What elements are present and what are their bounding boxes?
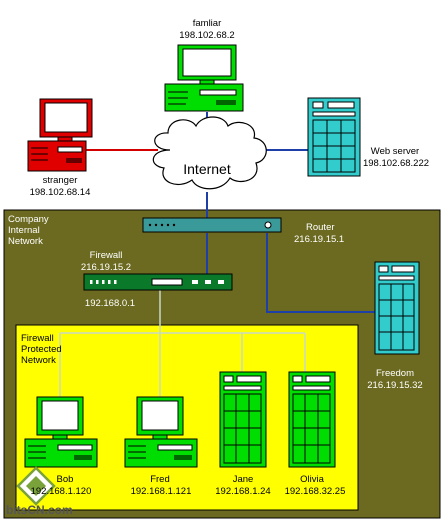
stranger-workstation-icon (27, 98, 93, 172)
bob-ip: 192.168.1.120 (30, 486, 92, 497)
router-icon (142, 217, 282, 233)
fred-name: Fred (150, 474, 170, 485)
bob-workstation-icon (24, 396, 98, 468)
firewall-outer-ip: 216.19.15.2 (80, 262, 132, 273)
web-server-ip: 198.102.68.222 (362, 158, 430, 169)
fred-workstation-icon (124, 396, 198, 468)
stranger-name: stranger (42, 175, 78, 186)
company-zone-label: Company Internal Network (8, 214, 49, 247)
familiar-ip: 198.102.68.2 (179, 30, 235, 41)
olivia-name: Olivia (300, 474, 324, 485)
watermark-text: bitsCN.com (6, 503, 73, 517)
freedom-server-icon (374, 261, 420, 355)
web-server-name: Web server (370, 146, 420, 157)
bob-name: Bob (56, 474, 74, 485)
jane-ip: 192.168.1.24 (215, 486, 271, 497)
olivia-server-icon (288, 371, 336, 468)
freedom-name: Freedom (375, 368, 414, 379)
freedom-ip: 216.19.15.32 (367, 380, 423, 391)
protected-zone-label: Firewall Protected Network (21, 333, 62, 366)
router-ip: 216.19.15.1 (294, 234, 345, 245)
watermark-logo-icon (16, 466, 56, 506)
jane-name: Jane (232, 474, 254, 485)
firewall-icon (83, 273, 233, 291)
internet-cloud-icon (152, 116, 267, 190)
internet-label: Internet (183, 161, 231, 177)
jane-server-icon (219, 371, 267, 468)
web-server-icon (307, 97, 361, 177)
fred-ip: 192.168.1.121 (130, 486, 192, 497)
stranger-ip: 198.102.68.14 (29, 187, 91, 198)
router-name: Router (306, 222, 335, 233)
firewall-inner-ip: 192.168.0.1 (84, 298, 136, 309)
familiar-name: famliar (192, 18, 222, 29)
firewall-name: Firewall (89, 250, 123, 261)
olivia-ip: 192.168.32.25 (284, 486, 346, 497)
familiar-workstation-icon (164, 44, 244, 112)
